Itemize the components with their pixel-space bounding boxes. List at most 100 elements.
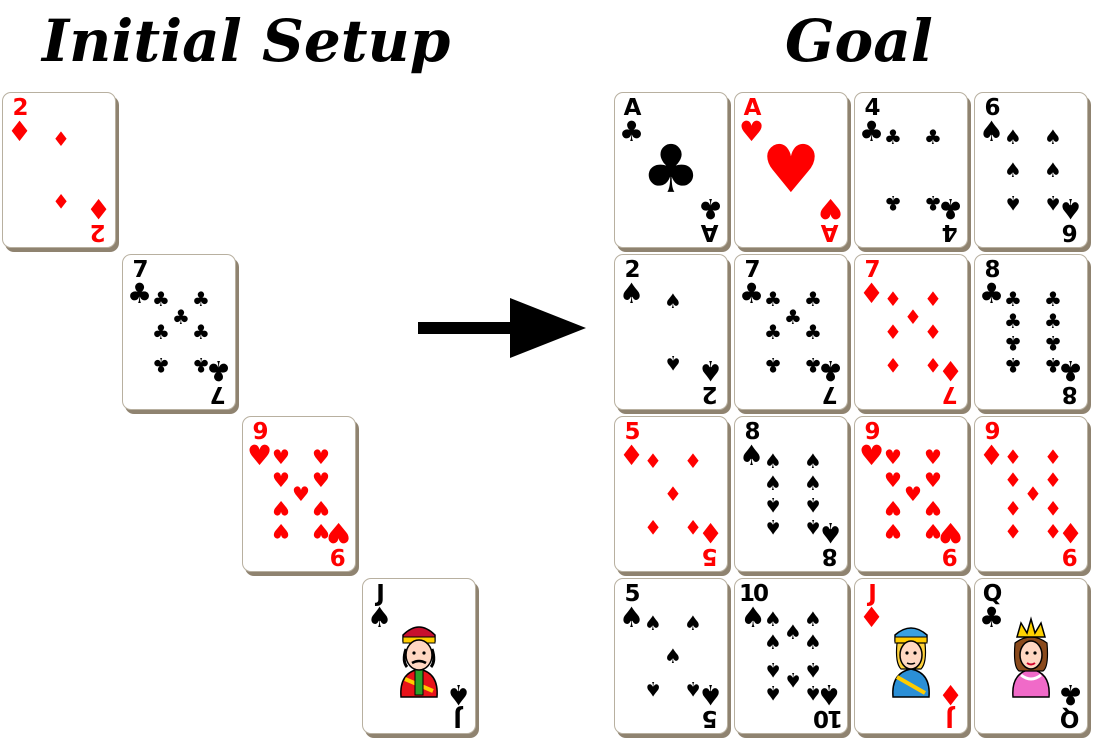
card-rank: 6 [984, 95, 1001, 121]
spades-pip-icon: ♠ [804, 471, 822, 495]
card-corner-index: 8 ♣ [979, 259, 1004, 308]
spades-suit-icon: ♠ [619, 277, 645, 310]
spades-pip-icon: ♠ [1004, 125, 1022, 149]
clubs-pip-icon: ♣ [1044, 287, 1062, 311]
goal-card-r1-c4[interactable]: 6 ♠ 6 ♠ ♠♠♠♠♠♠ [974, 92, 1088, 248]
spades-pip-icon: ♠ [784, 620, 802, 644]
clubs-suit-icon: ♣ [739, 277, 765, 310]
clubs-pip-icon: ♣ [804, 320, 822, 344]
card-corner-index: J ♠ [445, 678, 471, 731]
card-corner-index: 10 ♠ [739, 583, 769, 632]
goal-card-r4-c3[interactable]: J ♦ J ♦ [854, 578, 968, 734]
card-corner-index: J ♦ [938, 678, 963, 731]
card-corner-index: Q ♣ [1057, 678, 1083, 731]
diamonds-pip-icon: ♦ [684, 449, 702, 473]
clubs-pip-icon: ♣ [641, 131, 701, 208]
jack-figure-icon [892, 627, 930, 698]
clubs-pip-icon: ♣ [192, 287, 210, 311]
diamonds-pip-icon: ♦ [644, 449, 662, 473]
hearts-pip-icon: ♥ [884, 445, 902, 469]
card-corner-index: Q ♣ [979, 583, 1004, 632]
card-corner-index: 2 ♦ [85, 192, 111, 245]
hearts-pip-icon: ♥ [312, 445, 330, 469]
spades-pip-icon: ♠ [764, 630, 782, 654]
card-rank: 2 [624, 257, 641, 283]
hearts-suit-icon: ♥ [817, 192, 843, 225]
card-rank: J [868, 581, 876, 607]
goal-card-r3-c4[interactable]: 9 ♦ 9 ♦ ♦♦♦♦♦♦♦♦♦ [974, 416, 1088, 572]
diamonds-pip-icon: ♦ [1004, 519, 1022, 543]
diamonds-pip-icon: ♦ [664, 482, 682, 506]
initial-card-4[interactable]: J ♠ J ♠ [362, 578, 476, 734]
hearts-suit-icon: ♥ [739, 115, 765, 148]
goal-card-r4-c2[interactable]: 10 ♠ 10 ♠ ♠♠♠♠♠♠♠♠♠♠ [734, 578, 848, 734]
diamonds-suit-icon: ♦ [85, 192, 111, 225]
spades-suit-icon: ♠ [739, 439, 765, 472]
clubs-suit-icon: ♣ [1057, 678, 1083, 711]
spades-suit-icon: ♠ [697, 354, 723, 387]
goal-card-r2-c1[interactable]: 2 ♠ 2 ♠ ♠ ♠ [614, 254, 728, 410]
spades-pip-icon: ♠ [764, 449, 782, 473]
hearts-pip-icon: ♥ [312, 468, 330, 492]
initial-card-1[interactable]: 2 ♦ 2 ♦ ♦♦ [2, 92, 116, 248]
diamonds-pip-icon: ♦ [924, 353, 942, 377]
hearts-pip-icon: ♥ [924, 496, 942, 520]
hearts-pip-icon: ♥ [272, 468, 290, 492]
goal-card-r1-c3[interactable]: 4 ♣ 4 ♣ ♣♣♣♣ [854, 92, 968, 248]
initial-card-2[interactable]: 7 ♣ 7 ♣ ♣♣♣♣♣♣♣ [122, 254, 236, 410]
clubs-pip-icon: ♣ [884, 125, 902, 149]
goal-card-r4-c1[interactable]: 5 ♠ 5 ♠ ♠♠♠♠♠ [614, 578, 728, 734]
queen-figure-icon [1012, 616, 1050, 698]
spades-pip-icon: ♠ [764, 515, 782, 539]
spades-pip-icon: ♠ [804, 493, 822, 517]
clubs-pip-icon: ♣ [152, 287, 170, 311]
goal-card-r2-c4[interactable]: 8 ♣ 8 ♣ ♣♣♣♣♣♣♣♣ [974, 254, 1088, 410]
goal-card-r3-c2[interactable]: 8 ♠ 8 ♠ ♠♠♠♠♠♠♠♠ [734, 416, 848, 572]
hearts-pip-icon: ♥ [272, 496, 290, 520]
clubs-pip-icon: ♣ [804, 353, 822, 377]
card-corner-index: 2 ♠ [619, 259, 644, 308]
goal-card-r2-c2[interactable]: 7 ♣ 7 ♣ ♣♣♣♣♣♣♣ [734, 254, 848, 410]
spades-pip-icon: ♠ [1004, 191, 1022, 215]
diamonds-pip-icon: ♦ [1044, 519, 1062, 543]
spades-pip-icon: ♠ [764, 681, 782, 705]
goal-card-r3-c3[interactable]: 9 ♥ 9 ♥ ♥♥♥♥♥♥♥♥♥ [854, 416, 968, 572]
hearts-pip-icon: ♥ [924, 519, 942, 543]
diamonds-pip-icon: ♦ [924, 320, 942, 344]
goal-card-r1-c2[interactable]: A ♥ A ♥ ♥ [734, 92, 848, 248]
card-rank: 7 [744, 257, 761, 283]
card-corner-index: 6 ♠ [979, 97, 1004, 146]
right-arrow-icon [418, 298, 586, 358]
card-corner-index: 7 ♣ [739, 259, 764, 308]
clubs-pip-icon: ♣ [1044, 309, 1062, 333]
clubs-pip-icon: ♣ [172, 305, 190, 329]
goal-card-r4-c4[interactable]: Q ♣ Q ♣ [974, 578, 1088, 734]
clubs-pip-icon: ♣ [1044, 331, 1062, 355]
clubs-pip-icon: ♣ [192, 353, 210, 377]
clubs-suit-icon: ♣ [979, 277, 1005, 310]
card-rank: A [743, 95, 762, 121]
clubs-suit-icon: ♣ [127, 277, 153, 310]
initial-card-3[interactable]: 9 ♥ 9 ♥ ♥♥♥♥♥♥♥♥♥ [242, 416, 356, 572]
spades-pip-icon: ♠ [804, 658, 822, 682]
spades-pip-icon: ♠ [644, 677, 662, 701]
goal-card-r1-c1[interactable]: A ♣ A ♣ ♣ [614, 92, 728, 248]
spades-suit-icon: ♠ [445, 678, 471, 711]
hearts-pip-icon: ♥ [272, 519, 290, 543]
diamonds-suit-icon: ♦ [7, 115, 33, 148]
goal-card-r2-c3[interactable]: 7 ♦ 7 ♦ ♦♦♦♦♦♦♦ [854, 254, 968, 410]
diamonds-suit-icon: ♦ [619, 439, 645, 472]
card-corner-index: 7 ♦ [859, 259, 884, 308]
hearts-pip-icon: ♥ [312, 496, 330, 520]
goal-card-r3-c1[interactable]: 5 ♦ 5 ♦ ♦♦♦♦♦ [614, 416, 728, 572]
goal-title: Goal [785, 7, 933, 75]
hearts-pip-icon: ♥ [904, 482, 922, 506]
card-corner-index: A ♥ [817, 192, 843, 245]
spades-pip-icon: ♠ [804, 607, 822, 631]
initial-setup-title: Initial Setup [42, 7, 451, 75]
spades-pip-icon: ♠ [644, 611, 662, 635]
clubs-pip-icon: ♣ [1004, 309, 1022, 333]
spades-pip-icon: ♠ [664, 351, 682, 375]
clubs-pip-icon: ♣ [924, 125, 942, 149]
card-rank: 8 [744, 419, 761, 445]
